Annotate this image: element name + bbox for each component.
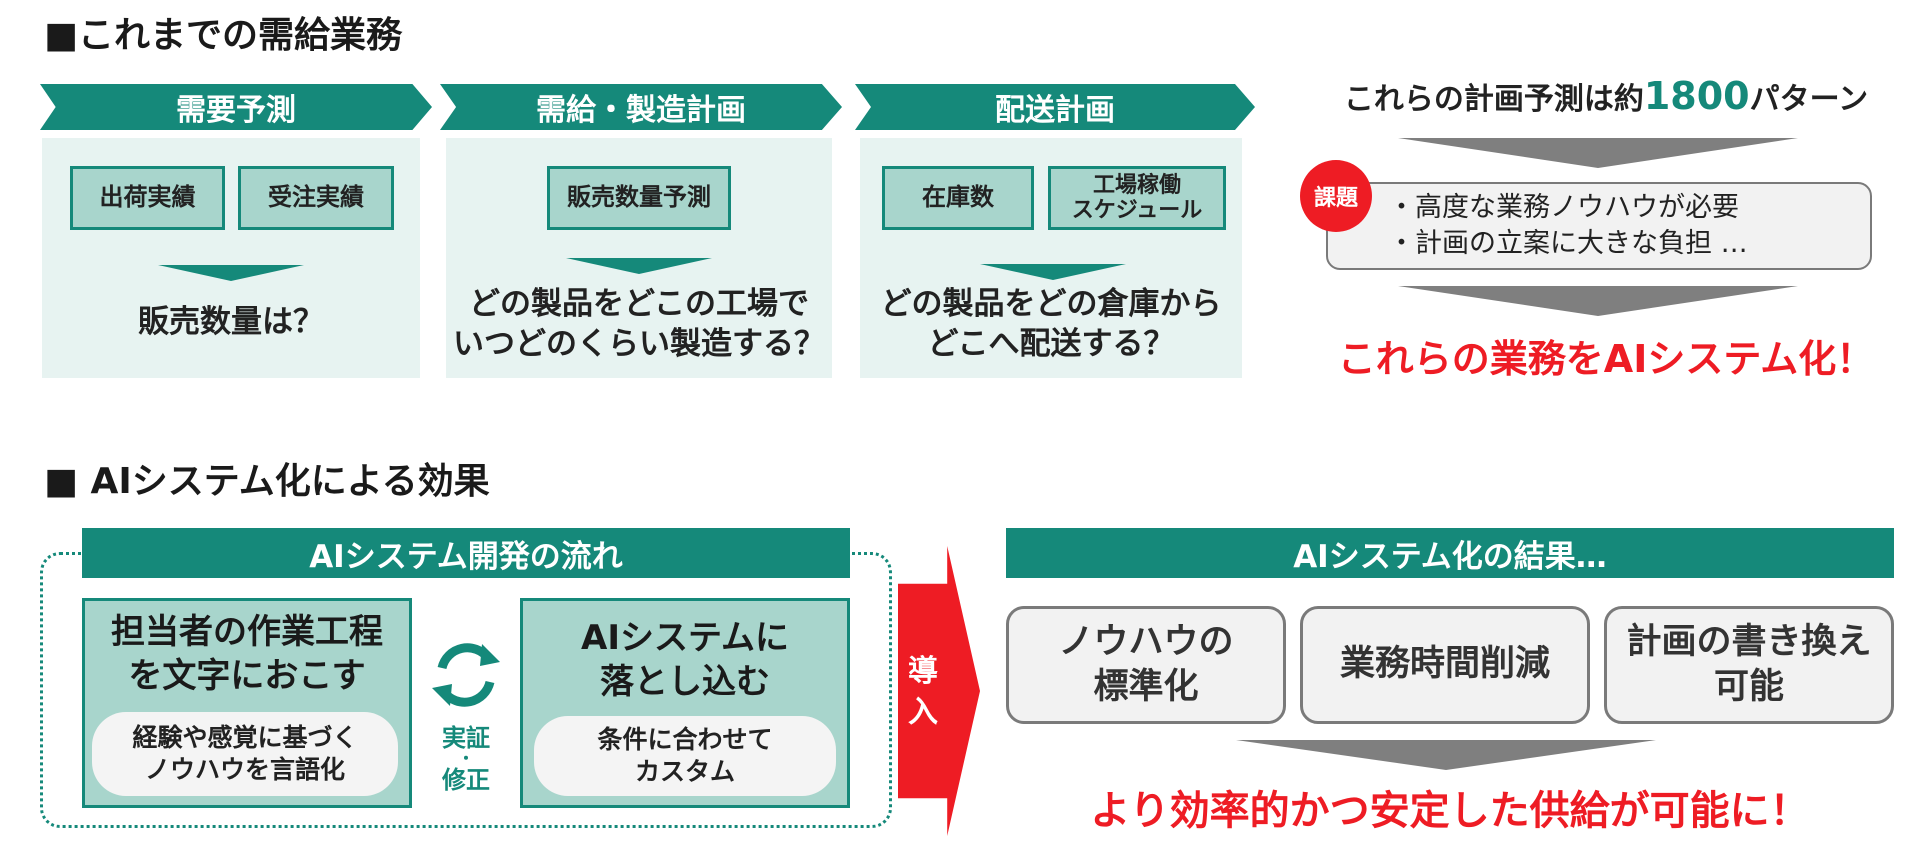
pattern-count-text: これらの計画予測は約1800パターン — [1316, 74, 1896, 118]
tag-factory-schedule: 工場稼働 スケジュール — [1048, 166, 1226, 230]
tag-order-record: 受注実績 — [238, 166, 394, 230]
cycle-label-verify-fix: 実証 ・ 修正 — [426, 724, 506, 794]
cycle-arrows-icon — [432, 643, 500, 707]
flow-note-verbalize-knowhow: 経験や感覚に基づく ノウハウを言語化 — [92, 712, 398, 796]
result-line: ノウハウの — [1058, 621, 1234, 662]
question-line: 販売数量は？ — [138, 304, 324, 340]
result-line: 業務時間削減 — [1339, 644, 1550, 685]
result-line: 計画の書き換え — [1626, 621, 1872, 662]
tag-inventory-count: 在庫数 — [882, 166, 1034, 230]
conclusion-ai-systemize: これらの業務をAIシステム化！ — [1337, 337, 1875, 381]
stage-chevron-supply-production-plan: 需給・製造計画 — [440, 84, 842, 130]
pattern-suffix: パターン — [1749, 82, 1869, 117]
note-line: カスタム — [634, 757, 735, 786]
grey-down-arrow-lower — [1398, 286, 1798, 316]
result-banner: AIシステム化の結果… — [1006, 528, 1894, 578]
flow-banner: AIシステム開発の流れ — [82, 528, 850, 578]
note-line: 条件に合わせて — [597, 724, 773, 754]
question-line: どの製品をどの倉庫から — [880, 286, 1222, 322]
issue-line: ・計画の立案に大きな負担 … — [1388, 228, 1748, 260]
result-line: 可能 — [1713, 667, 1784, 707]
result-box-reduce-work-time: 業務時間削減 — [1300, 606, 1590, 724]
stage-chevron-demand-forecast: 需要予測 — [40, 84, 432, 130]
question-sales-quantity: 販売数量は？ — [42, 302, 420, 342]
question-production: どの製品をどこの工場で いつどのくらい製造する？ — [446, 284, 832, 365]
issue-line: ・高度な業務ノウハウが必要 — [1388, 192, 1739, 223]
issue-box: ・高度な業務ノウハウが必要 ・計画の立案に大きな負担 … — [1326, 182, 1872, 270]
result-box-plan-rewritable: 計画の書き換え 可能 — [1604, 606, 1894, 724]
flow-title-line: を文字におこす — [128, 656, 366, 697]
question-line: いつどのくらい製造する？ — [453, 326, 825, 363]
result-box-standardize-knowhow: ノウハウの 標準化 — [1006, 606, 1286, 724]
cycle-label-line: ・ — [457, 748, 474, 768]
flow-box-document-process-title: 担当者の作業工程 を文字におこす — [82, 610, 412, 698]
flow-title-line: 担当者の作業工程 — [111, 612, 383, 652]
grey-down-arrow-upper — [1398, 138, 1798, 168]
section-title-previous-operations: ■これまでの需給業務 — [44, 15, 403, 56]
section-title-ai-effects: ■ AIシステム化による効果 — [44, 461, 490, 502]
conclusion-stable-supply: より効率的かつ安定した供給が可能に！ — [1090, 788, 1810, 834]
flow-title-line: 落とし込む — [600, 662, 770, 703]
pattern-prefix: これらの計画予測は約 — [1343, 82, 1644, 117]
stage-chevron-delivery-plan: 配送計画 — [855, 84, 1255, 130]
flow-title-line: AIシステムに — [581, 618, 789, 658]
introduction-label: 導 入 — [898, 652, 948, 733]
question-line: どこへ配送する？ — [927, 326, 1175, 363]
grey-down-arrow-result — [1236, 740, 1656, 770]
question-line: どの製品をどこの工場で — [468, 286, 810, 322]
note-line: 経験や感覚に基づく — [132, 722, 358, 752]
issue-badge: 課題 — [1300, 160, 1372, 232]
intro-label-char: 入 — [908, 694, 938, 730]
tag-shipment-record: 出荷実績 — [70, 166, 225, 230]
cycle-label-line: 修正 — [442, 765, 490, 794]
question-delivery: どの製品をどの倉庫から どこへ配送する？ — [860, 284, 1242, 365]
tag-sales-quantity-forecast: 販売数量予測 — [547, 166, 731, 230]
note-line: ノウハウを言語化 — [144, 755, 345, 784]
intro-label-char: 導 — [908, 654, 938, 689]
flow-note-customize: 条件に合わせて カスタム — [534, 716, 836, 796]
result-line: 標準化 — [1093, 667, 1199, 707]
pattern-number: 1800 — [1643, 74, 1750, 118]
cycle-label-line: 実証 — [442, 724, 490, 752]
flow-box-ai-implement-title: AIシステムに 落とし込む — [520, 616, 850, 704]
